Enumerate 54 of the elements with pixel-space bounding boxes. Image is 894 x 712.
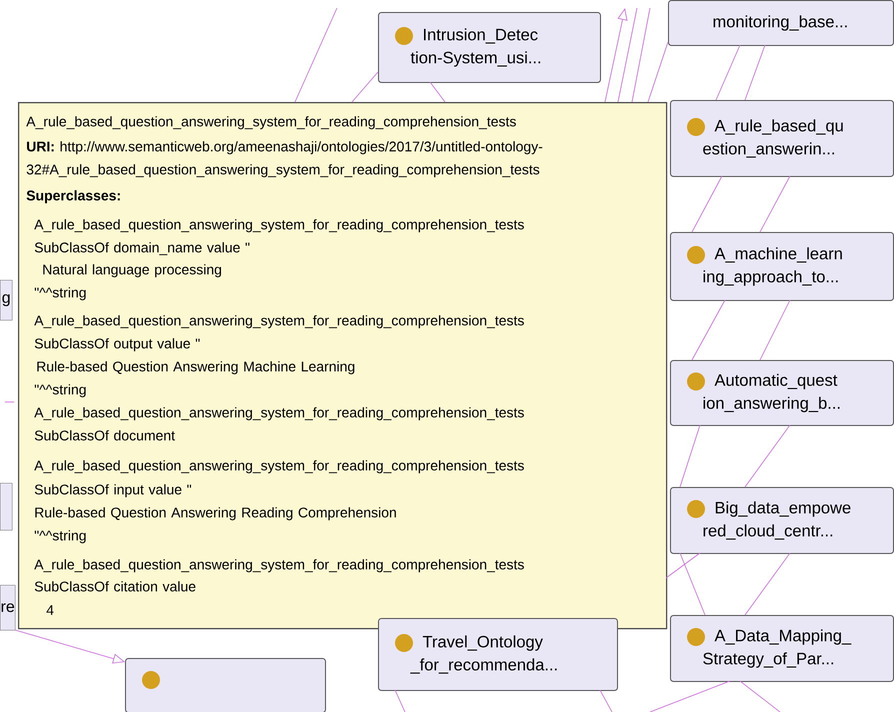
axiom-text: Rule-based Question Answering Machine Learning: [37, 361, 354, 374]
connector-line: [760, 300, 790, 360]
connector-line: [648, 42, 668, 102]
axiom-text: SubClassOf output value ": [34, 338, 200, 352]
tooltip-title: A_rule_based_question_answering_system_for_reading_comprehension_tests: [26, 116, 516, 130]
tooltip-box: [18, 102, 668, 630]
axiom-text: "^^string: [34, 530, 86, 544]
connector-line: [760, 176, 790, 232]
class-box: Intrusion_Detec tion-System_usi...: [378, 12, 601, 83]
connector-line: [692, 300, 726, 360]
class-box: [0, 483, 12, 530]
connector-line: [394, 690, 406, 712]
connector-line: [680, 424, 700, 488]
connector-line: [352, 72, 378, 102]
class-box: g: [0, 280, 12, 320]
connector-line: [430, 82, 446, 102]
connector-line: [744, 424, 790, 488]
connector-line: [650, 680, 730, 712]
connector-line: [680, 552, 706, 616]
connector-line: [666, 552, 700, 578]
class-box: A_rule_based_qu estion_answerin...: [670, 100, 894, 177]
axiom-text: SubClassOf citation value: [34, 581, 196, 592]
class-box: A_machine_learn ing_approach_to...: [670, 232, 894, 301]
connector-line: [740, 680, 780, 712]
connector-line: [632, 8, 650, 102]
axiom-text: Rule-based Question Answering Reading Comprehension: [35, 507, 396, 520]
class-box: [125, 658, 326, 712]
axiom-text: Natural language processing: [43, 264, 222, 278]
connector-line: [692, 176, 722, 232]
axiom-text: "^^string: [34, 287, 86, 300]
connector-line: [294, 8, 338, 102]
axiom-text: A_rule_based_question_answering_system_for_reading_comprehension_tests: [34, 460, 524, 474]
section-heading: Superclasses:: [26, 190, 120, 204]
axiom-text: A_rule_based_question_answering_system_for_reading_comprehension_tests: [34, 407, 524, 420]
class-box: re: [0, 585, 16, 630]
class-box: A_Data_Mapping_ Strategy_of_Par...: [670, 615, 894, 682]
connector-line: [744, 44, 766, 100]
class-box: Automatic_quest ion_answering_b...: [670, 360, 894, 426]
axiom-text: SubClassOf domain_name value ": [34, 242, 250, 256]
axiom-text: A_rule_based_question_answering_system_for_reading_comprehension_tests: [34, 559, 524, 572]
axiom-text: A_rule_based_question_answering_system_for_reading_comprehension_tests: [34, 315, 524, 328]
class-box: monitoring_base...: [668, 0, 894, 46]
class-box: Big_data_empowe red_cloud_centr...: [670, 487, 894, 554]
axiom-text: "^^string: [34, 384, 86, 398]
connector-line: [600, 690, 612, 712]
connector-line: [618, 8, 638, 102]
axiom-text: A_rule_based_question_answering_system_for_reading_comprehension_tests: [34, 219, 524, 232]
axiom-text: SubClassOf document: [34, 430, 175, 440]
axiom-text: 4: [46, 605, 54, 615]
axiom-text: SubClassOf input value ": [34, 484, 192, 498]
uri-text: URI: http://www.semanticweb.org/ameenashaji/ontologies/2017/3/untitled-ontology-32#A_rule_based_question_answering_system_for_reading_comprehension_tests: [26, 141, 542, 178]
class-box: Travel_Ontology _for_recommenda...: [378, 618, 618, 691]
connector-line: [744, 552, 790, 616]
connector-line: [716, 44, 740, 100]
